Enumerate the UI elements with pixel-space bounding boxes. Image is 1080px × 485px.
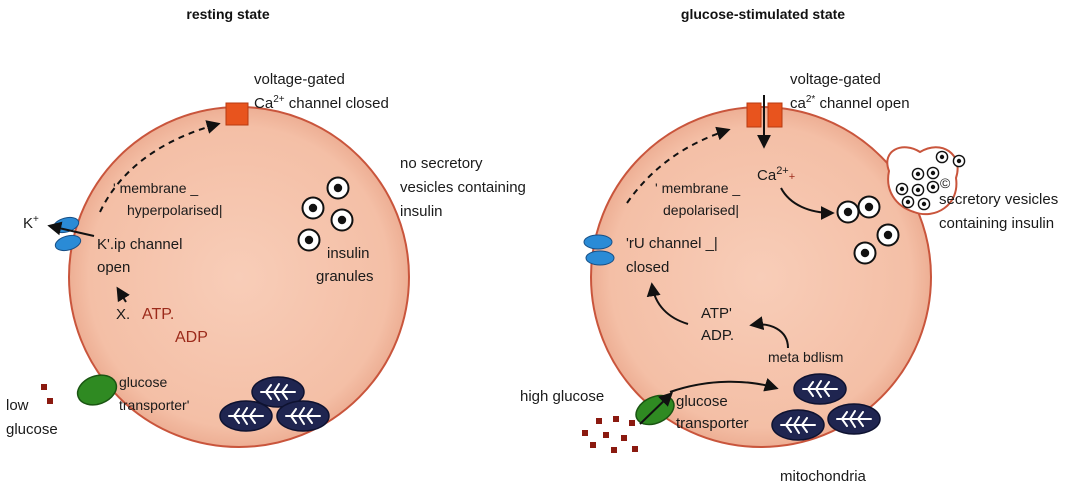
stimulated-katp-channel [583, 234, 615, 266]
mitochondria-label: mitochondria [780, 468, 867, 485]
stimulated-title: glucose-stimulated state [681, 6, 845, 22]
stimulated-calcium: Ca2++ [757, 165, 795, 184]
resting-channel-label: voltage-gated Ca2+ channel closed [254, 71, 389, 112]
resting-atp: ATP. [142, 306, 174, 323]
copyright-mark: © [940, 175, 951, 191]
resting-transporter-label: glucose transporter' [119, 374, 189, 413]
resting-potassium: K+ [23, 214, 39, 232]
resting-panel: resting state voltage-gated Ca2+ channel… [6, 6, 530, 448]
atp-to-katp-arrow [646, 282, 689, 325]
stimulated-dashed-arrow [626, 126, 731, 204]
glucose-to-mito-arrow [669, 378, 779, 393]
resting-adp: ADP [175, 329, 208, 346]
stimulated-cell [590, 106, 932, 448]
stimulated-secretory-label: secretory vesicles containing insulin [939, 191, 1062, 232]
stimulated-membrane-state: ' membrane _ depolarised| [655, 180, 744, 218]
resting-low-glucose: low glucose [6, 397, 58, 438]
stimulated-ca-channel-open [746, 102, 783, 128]
stimulated-katp-label: 'rU channel _| closed [626, 235, 722, 276]
resting-atp-arrow [116, 286, 130, 303]
resting-ca-channel-closed [225, 102, 249, 126]
metabolism-arrow [749, 316, 789, 349]
stimulated-transporter-label: glucose transporter [676, 393, 749, 432]
resting-k-efflux-arrow [47, 221, 95, 237]
stimulated-channel-label: voltage-gated ca2* channel open [790, 71, 910, 112]
stimulated-panel: glucose-stimulated state voltage-gated c… [520, 6, 1062, 485]
resting-granules-label: insulin granules [316, 245, 374, 285]
ca-to-vesicles-arrow [780, 187, 835, 220]
glucose-uptake-arrow [639, 392, 674, 425]
resting-glucose-molecules [41, 384, 53, 404]
stimulated-glucose-molecules [582, 416, 638, 453]
resting-dashed-arrow [99, 120, 221, 213]
resting-title: resting state [186, 6, 269, 22]
resting-katp-label: K'.ip channel open [97, 236, 187, 276]
stimulated-high-glucose: high glucose [520, 388, 604, 405]
resting-atp-x: X. [116, 306, 130, 323]
stimulated-metabolism: meta bdlism [768, 349, 843, 365]
resting-membrane-state: ' membrane _ hyperpolarised| [113, 180, 222, 218]
resting-no-vesicles: no secretory vesicles containing insulin [400, 155, 530, 220]
stimulated-atp-adp: ATP' ADP. [701, 305, 736, 344]
resting-glucose-transporter [76, 374, 118, 406]
